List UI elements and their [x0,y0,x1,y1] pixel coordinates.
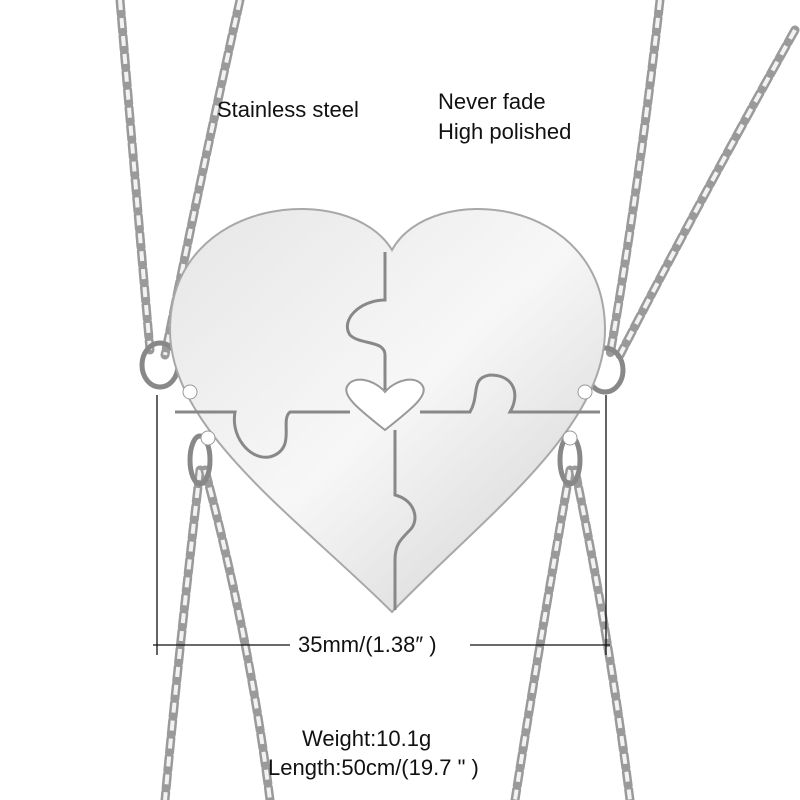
weight-label: Weight:10.1g [302,726,432,751]
finish-label-2: High polished [438,119,572,144]
material-label: Stainless steel [217,97,359,122]
heart-pendant [168,208,607,614]
finish-label-1: Never fade [438,89,546,114]
length-label: Length:50cm/(19.7 " ) [268,755,479,780]
heart-cutout [345,378,425,432]
dimension-label: 35mm/(1.38″ ) [298,632,437,657]
dimension-lines [153,395,610,655]
